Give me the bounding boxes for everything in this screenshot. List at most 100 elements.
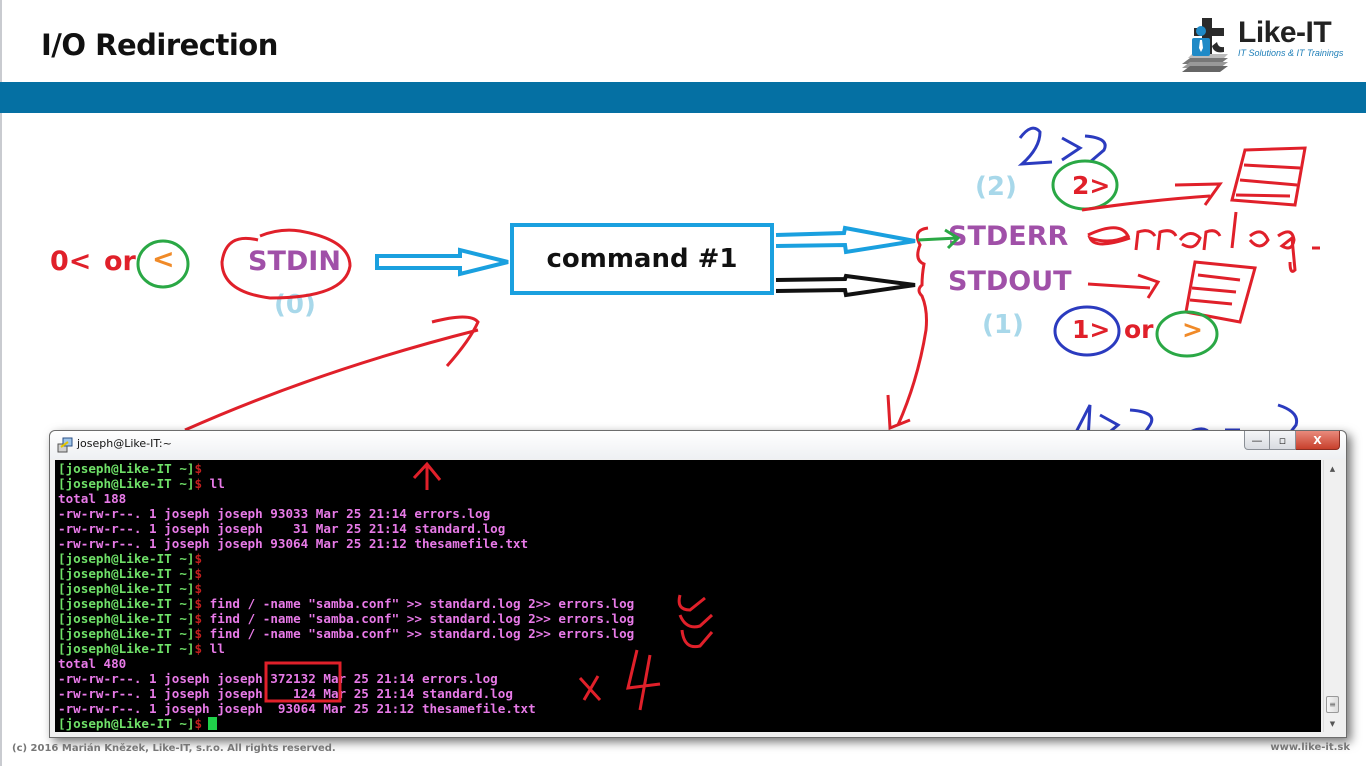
terminal-line: -rw-rw-r--. 1 joseph joseph 124 Mar 25 2… — [58, 686, 1321, 701]
maximize-button[interactable]: ▫ — [1270, 431, 1296, 450]
terminal-command-text: find / -name "samba.conf" >> standard.lo… — [202, 611, 635, 626]
stdin-operator-short: < — [152, 244, 175, 275]
terminal-output-text: -rw-rw-r--. 1 joseph joseph 31 Mar 25 21… — [58, 521, 506, 536]
terminal-line: [joseph@Like-IT ~]$ — [58, 461, 1321, 476]
stdout-arrow — [775, 273, 916, 298]
terminal-line: [joseph@Like-IT ~]$ find / -name "samba.… — [58, 626, 1321, 641]
terminal-command-text: ll — [202, 641, 225, 656]
terminal-line: -rw-rw-r--. 1 joseph joseph 372132 Mar 2… — [58, 671, 1321, 686]
terminal-prompt: [joseph@Like-IT ~] — [58, 581, 195, 596]
stdin-operator-explicit: 0< — [50, 246, 92, 277]
terminal-line: [joseph@Like-IT ~]$ find / -name "samba.… — [58, 596, 1321, 611]
stdout-operator-or: or — [1124, 315, 1154, 344]
command-box: command #1 — [510, 223, 774, 295]
scroll-up-button[interactable]: ▲ — [1324, 460, 1341, 477]
terminal-output-text: -rw-rw-r--. 1 joseph joseph 372132 Mar 2… — [58, 671, 498, 686]
minimize-button[interactable]: — — [1244, 431, 1270, 450]
terminal-output-text: total 480 — [58, 656, 127, 671]
website-link[interactable]: www.like-it.sk — [1270, 742, 1350, 753]
terminal-output-text: -rw-rw-r--. 1 joseph joseph 93064 Mar 25… — [58, 701, 536, 716]
terminal-line: [joseph@Like-IT ~]$ — [58, 581, 1321, 596]
terminal-titlebar[interactable]: joseph@Like-IT:~ — ▫ X — [50, 431, 1346, 459]
error-log-handwriting — [1087, 211, 1320, 273]
terminal-line: [joseph@Like-IT ~]$ — [58, 551, 1321, 566]
terminal-screen[interactable]: [joseph@Like-IT ~]$[joseph@Like-IT ~]$ l… — [55, 460, 1321, 732]
terminal-line: -rw-rw-r--. 1 joseph joseph 93064 Mar 25… — [58, 536, 1321, 551]
scroll-down-button[interactable]: ▼ — [1324, 715, 1341, 732]
stderr-fd-label: (2) — [975, 172, 1017, 202]
terminal-line: [joseph@Like-IT ~]$ find / -name "samba.… — [58, 611, 1321, 626]
terminal-prompt: [joseph@Like-IT ~] — [58, 641, 195, 656]
terminal-line: total 188 — [58, 491, 1321, 506]
red-arrow-terminal-to-stdin — [184, 315, 480, 432]
stderr-operator: 2> — [1072, 171, 1111, 200]
terminal-line: -rw-rw-r--. 1 joseph joseph 93033 Mar 25… — [58, 506, 1321, 521]
red-brace — [896, 226, 929, 426]
stderr-arrow — [775, 225, 916, 255]
terminal-line: [joseph@Like-IT ~]$ — [58, 566, 1321, 581]
company-logo: Like-IT IT Solutions & IT Trainings — [1180, 14, 1350, 74]
scroll-thumb[interactable]: ≡ — [1326, 696, 1339, 713]
terminal-prompt: [joseph@Like-IT ~] — [58, 566, 195, 581]
terminal-prompt-symbol: $ — [194, 566, 203, 581]
standard-log-file-icon — [1184, 260, 1257, 324]
terminal-line: [joseph@Like-IT ~]$ — [58, 716, 1321, 731]
slide-title: I/O Redirection — [41, 28, 278, 62]
logo-name: Like-IT — [1238, 16, 1332, 49]
stdout-operator-short: > — [1182, 315, 1203, 344]
terminal-prompt-symbol: $ — [194, 716, 203, 731]
logo-tagline: IT Solutions & IT Trainings — [1238, 48, 1344, 58]
stdin-arrow — [375, 247, 509, 277]
terminal-prompt: [joseph@Like-IT ~] — [58, 611, 195, 626]
terminal-prompt: [joseph@Like-IT ~] — [58, 551, 195, 566]
stdin-label: STDIN — [248, 246, 341, 277]
arrow-down-icon: ▼ — [1329, 719, 1336, 728]
terminal-line: [joseph@Like-IT ~]$ ll — [58, 641, 1321, 656]
terminal-command-text: find / -name "samba.conf" >> standard.lo… — [202, 626, 635, 641]
terminal-output-text: total 188 — [58, 491, 127, 506]
stderr-label: STDERR — [948, 221, 1069, 252]
stdin-operator-or: or — [104, 246, 136, 277]
terminal-prompt-symbol: $ — [194, 626, 203, 641]
terminal-window-title: joseph@Like-IT:~ — [77, 437, 172, 450]
stdout-fd-label: (1) — [982, 310, 1024, 340]
terminal-scrollbar[interactable]: ▲ ≡ ▼ — [1323, 460, 1340, 732]
terminal-prompt-symbol: $ — [194, 461, 203, 476]
stdout-label: STDOUT — [948, 266, 1072, 297]
close-icon: X — [1313, 433, 1322, 447]
terminal-line: total 480 — [58, 656, 1321, 671]
logo-mark-icon — [1182, 18, 1228, 72]
minimize-icon: — — [1251, 433, 1263, 447]
terminal-prompt: [joseph@Like-IT ~] — [58, 461, 195, 476]
terminal-line: -rw-rw-r--. 1 joseph joseph 31 Mar 25 21… — [58, 521, 1321, 536]
terminal-prompt-symbol: $ — [194, 551, 203, 566]
terminal-line: -rw-rw-r--. 1 joseph joseph 93064 Mar 25… — [58, 701, 1321, 716]
terminal-output-text: -rw-rw-r--. 1 joseph joseph 124 Mar 25 2… — [58, 686, 513, 701]
error-log-file-icon — [1230, 146, 1307, 207]
terminal-cursor — [208, 717, 218, 730]
blue-2-append-annotation — [1017, 126, 1107, 166]
terminal-prompt-symbol: $ — [194, 476, 203, 491]
grip-icon: ≡ — [1329, 700, 1336, 709]
terminal-output-text: -rw-rw-r--. 1 joseph joseph 93033 Mar 25… — [58, 506, 491, 521]
window-controls: — ▫ X — [1244, 431, 1340, 450]
terminal-output-text: -rw-rw-r--. 1 joseph joseph 93064 Mar 25… — [58, 536, 529, 551]
terminal-prompt-symbol: $ — [194, 611, 203, 626]
terminal-prompt: [joseph@Like-IT ~] — [58, 596, 195, 611]
terminal-prompt-symbol: $ — [194, 581, 203, 596]
close-button[interactable]: X — [1296, 431, 1340, 450]
terminal-prompt: [joseph@Like-IT ~] — [58, 476, 195, 491]
terminal-command-text: ll — [202, 476, 225, 491]
terminal-line: [joseph@Like-IT ~]$ ll — [58, 476, 1321, 491]
stdin-fd-label: (0) — [274, 290, 316, 320]
terminal-command-text: find / -name "samba.conf" >> standard.lo… — [202, 596, 635, 611]
stdout-operator-explicit: 1> — [1072, 315, 1111, 344]
slide-left-edge — [0, 0, 2, 766]
command-label: command #1 — [546, 244, 738, 274]
maximize-icon: ▫ — [1278, 433, 1287, 447]
arrow-up-icon: ▲ — [1329, 464, 1336, 473]
terminal-prompt-symbol: $ — [194, 596, 203, 611]
terminal-window: joseph@Like-IT:~ — ▫ X [joseph@Like-IT ~… — [49, 430, 1347, 738]
putty-icon — [57, 437, 73, 453]
terminal-prompt-symbol: $ — [194, 641, 203, 656]
